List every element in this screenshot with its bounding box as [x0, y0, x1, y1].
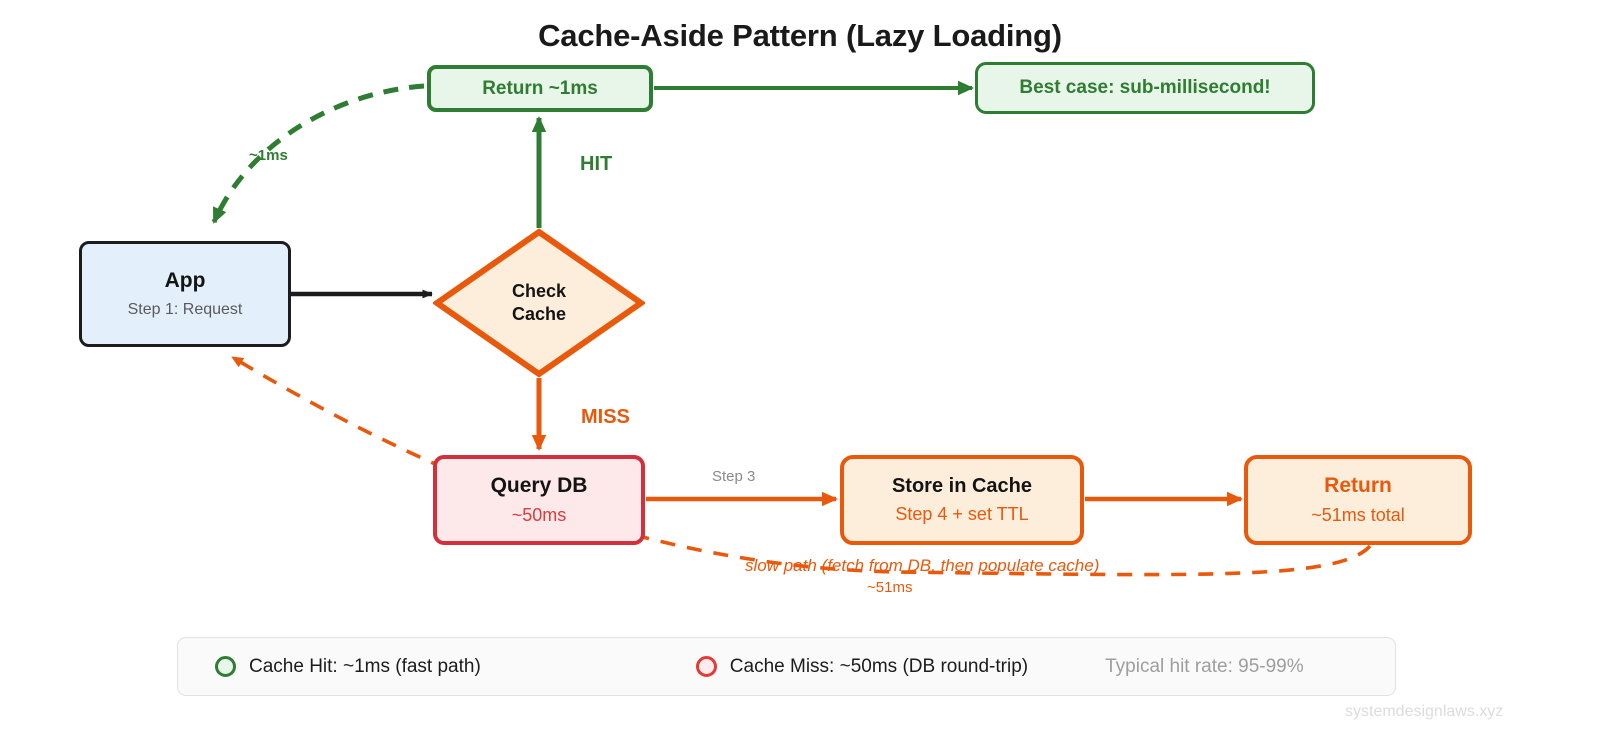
edge-return-to-app-fast-path — [211, 83, 425, 224]
node-app-title: App — [164, 269, 206, 293]
legend-label-cache-miss: Cache Miss: ~50ms (DB round-trip) — [729, 655, 1029, 677]
legend-item-cache-miss: Cache Miss: ~50ms (DB round-trip) — [695, 655, 1029, 678]
legend-dot-green-circle-icon — [215, 656, 236, 677]
node-check-cache-line1: Check — [511, 280, 567, 301]
edge-return-total-to-app-slow-path — [231, 355, 1372, 577]
node-return-1ms-title: Return ~1ms — [482, 77, 598, 99]
node-check-cache-line2: Cache — [511, 304, 567, 324]
node-query-db-subtitle: ~50ms — [511, 504, 567, 525]
node-return-total-title: Return — [1324, 474, 1392, 498]
node-store-in-cache-title: Store in Cache — [891, 474, 1033, 497]
node-best-case[interactable]: Best case: sub-millisecond! — [975, 62, 1315, 114]
node-store-in-cache[interactable]: Store in Cache Step 4 + set TTL — [840, 455, 1084, 545]
node-check-cache-label: Check Cache — [512, 280, 566, 326]
legend-label-cache-hit: Cache Hit: ~1ms (fast path) — [249, 655, 481, 677]
node-store-in-cache-subtitle: Step 4 + set TTL — [895, 504, 1029, 525]
edge-label-fast-return-ms: ~1ms — [249, 147, 288, 164]
node-check-cache[interactable]: Check Cache — [433, 228, 645, 378]
node-best-case-title: Best case: sub-millisecond! — [1019, 77, 1271, 99]
legend-item-hit-rate: Typical hit rate: 95-99% — [1105, 656, 1304, 678]
edge-label-miss: MISS — [581, 406, 630, 428]
edge-label-slow-path-ms: ~51ms — [867, 579, 913, 596]
node-query-db-title: Query DB — [490, 474, 588, 498]
watermark: systemdesignlaws.xyz — [1345, 703, 1504, 720]
node-return-1ms[interactable]: Return ~1ms — [427, 65, 653, 112]
legend-item-cache-hit: Cache Hit: ~1ms (fast path) — [215, 656, 481, 678]
edge-label-hit: HIT — [580, 153, 613, 175]
legend: Cache Hit: ~1ms (fast path) Cache Miss: … — [177, 637, 1396, 696]
page-title: Cache-Aside Pattern (Lazy Loading) — [538, 18, 1062, 53]
node-app-subtitle: Step 1: Request — [127, 301, 243, 319]
legend-label-hit-rate: Typical hit rate: 95-99% — [1105, 655, 1304, 677]
edge-label-step3: Step 3 — [712, 468, 756, 485]
node-return-total-subtitle: ~51ms total — [1311, 504, 1405, 525]
legend-dot-red-circle-icon — [695, 656, 717, 677]
edge-label-slow-path: slow path (fetch from DB, then populate … — [745, 556, 1100, 575]
node-app[interactable]: App Step 1: Request — [79, 241, 291, 347]
node-query-db[interactable]: Query DB ~50ms — [433, 455, 645, 545]
node-return-total[interactable]: Return ~51ms total — [1244, 455, 1472, 545]
diamond-shape — [433, 228, 645, 378]
